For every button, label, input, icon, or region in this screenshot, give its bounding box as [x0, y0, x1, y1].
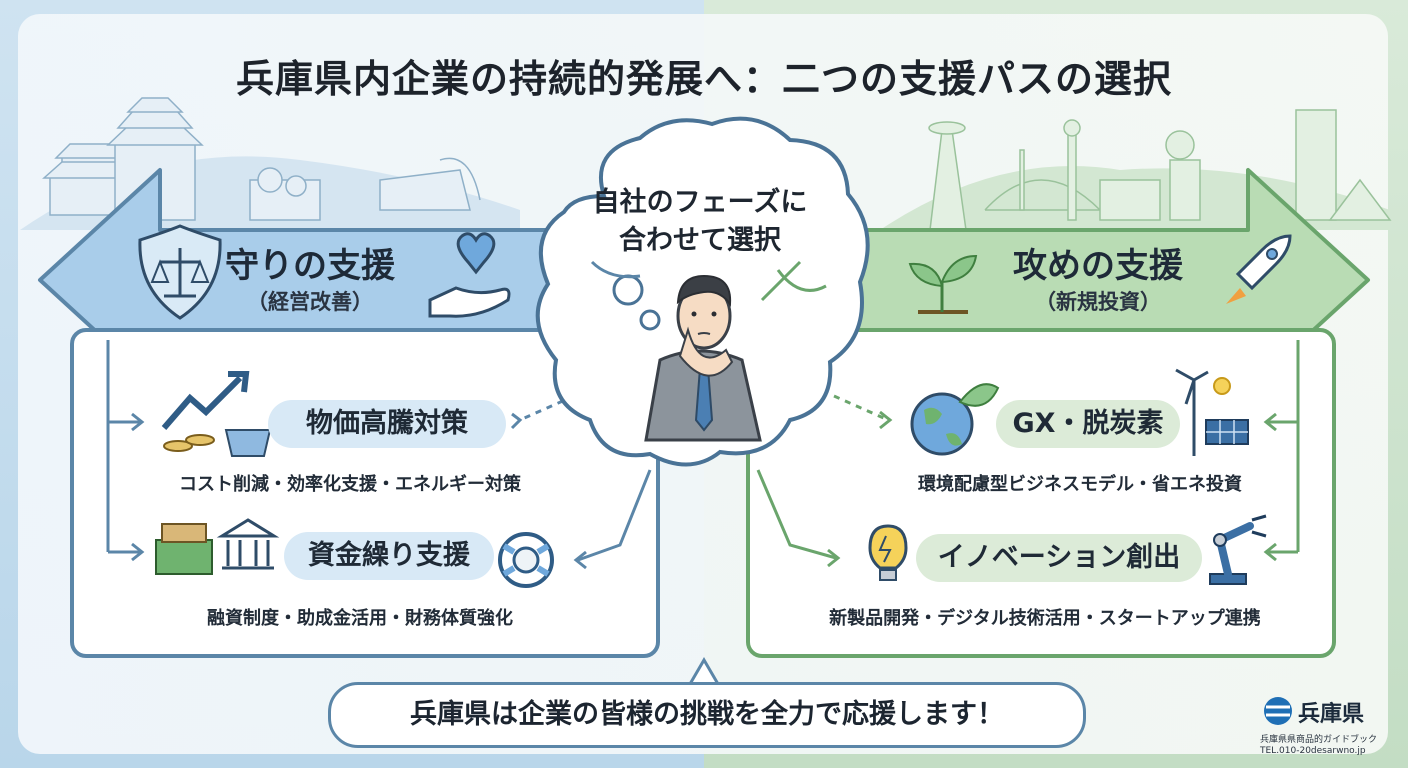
globe-leaf-icon: [910, 383, 1000, 456]
thought-bubble-line-1: 自社のフェーズに: [592, 187, 808, 218]
heart-hand-icon: [428, 232, 511, 318]
logo-line-2: TEL.010-20desarwno.jp: [1260, 746, 1366, 756]
life-ring-icon: [498, 532, 554, 588]
right-heading: 攻めの支援: [1013, 246, 1183, 286]
right-connectors: [756, 340, 1300, 568]
logo-name: 兵庫県: [1298, 702, 1365, 727]
left-item-price-measures-desc: コスト削減・効率化支援・エネルギー対策: [179, 474, 521, 495]
robot-arm-icon: [1209, 514, 1267, 585]
businessman-illustration: [644, 274, 762, 442]
banner-pointer: [687, 657, 721, 686]
left-item-cash-flow-desc: 融資制度・助成金活用・財務体質強化: [207, 608, 513, 629]
money-bank-icon: [155, 518, 280, 575]
right-subheading: （新規投資）: [1035, 290, 1161, 314]
left-item-price-measures: 物価高騰対策: [268, 400, 506, 448]
kobe-skyline-illustration: [880, 109, 1392, 231]
thought-bubble-text: 自社のフェーズに 合わせて選択: [560, 184, 840, 260]
right-item-innovation: イノベーション創出: [916, 534, 1202, 582]
right-item-innovation-desc: 新製品開発・デジタル技術活用・スタートアップ連携: [829, 608, 1261, 629]
page-title: 兵庫県内企業の持続的発展へ：二つの支援パスの選択: [235, 57, 1172, 101]
left-heading: 守りの支援: [225, 246, 395, 286]
thought-bubble-line-2: 合わせて選択: [619, 225, 781, 256]
wind-solar-icon: [1175, 368, 1249, 456]
lightbulb-icon: [868, 524, 908, 581]
support-banner: 兵庫県は企業の皆様の挑戦を全力で応援します！: [328, 682, 1086, 748]
left-subheading: （経営改善）: [247, 290, 373, 314]
left-item-cash-flow: 資金繰り支援: [284, 532, 494, 580]
logo-line-1: 兵庫県県商品的ガイドブック: [1260, 735, 1378, 745]
hyogo-logo-mark: [1264, 697, 1292, 725]
himeji-castle-illustration: [20, 97, 520, 230]
sprout-icon: [908, 254, 978, 314]
shield-scales-icon: [138, 224, 222, 320]
right-item-gx-decarbonization-desc: 環境配慮型ビジネスモデル・省エネ投資: [918, 474, 1242, 495]
left-connectors: [106, 340, 652, 570]
right-item-gx-decarbonization: GX・脱炭素: [996, 400, 1180, 448]
rocket-icon: [1226, 234, 1292, 304]
trend-chart-coins-icon: [161, 371, 272, 457]
